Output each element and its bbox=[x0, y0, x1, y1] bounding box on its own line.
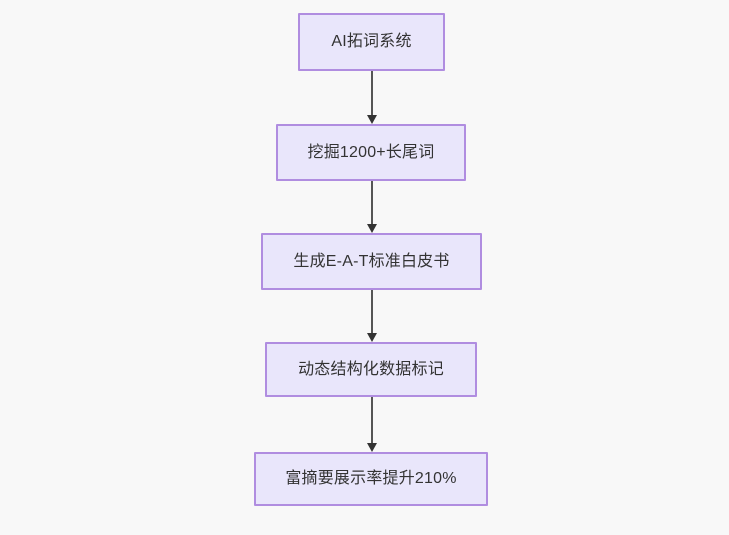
node-label: 生成E-A-T标准白皮书 bbox=[293, 252, 450, 270]
node-label: 动态结构化数据标记 bbox=[298, 360, 444, 378]
arrowhead-icon bbox=[367, 333, 377, 342]
edge-line bbox=[371, 290, 373, 333]
node-rich-snippet-rate-result[interactable]: 富摘要展示率提升210% bbox=[254, 452, 488, 506]
node-dynamic-structured-data-markup[interactable]: 动态结构化数据标记 bbox=[265, 342, 477, 397]
arrowhead-icon bbox=[367, 224, 377, 233]
edge-line bbox=[371, 397, 373, 443]
arrowhead-icon bbox=[367, 443, 377, 452]
node-mine-longtail-keywords[interactable]: 挖掘1200+长尾词 bbox=[276, 124, 466, 181]
node-label: 挖掘1200+长尾词 bbox=[307, 143, 435, 161]
node-generate-eat-whitepaper[interactable]: 生成E-A-T标准白皮书 bbox=[261, 233, 482, 290]
node-label: AI拓词系统 bbox=[331, 33, 412, 51]
node-ai-keyword-system[interactable]: AI拓词系统 bbox=[298, 13, 445, 71]
edge-line bbox=[371, 71, 373, 115]
node-label: 富摘要展示率提升210% bbox=[285, 470, 457, 488]
arrowhead-icon bbox=[367, 115, 377, 124]
edge-line bbox=[371, 181, 373, 224]
